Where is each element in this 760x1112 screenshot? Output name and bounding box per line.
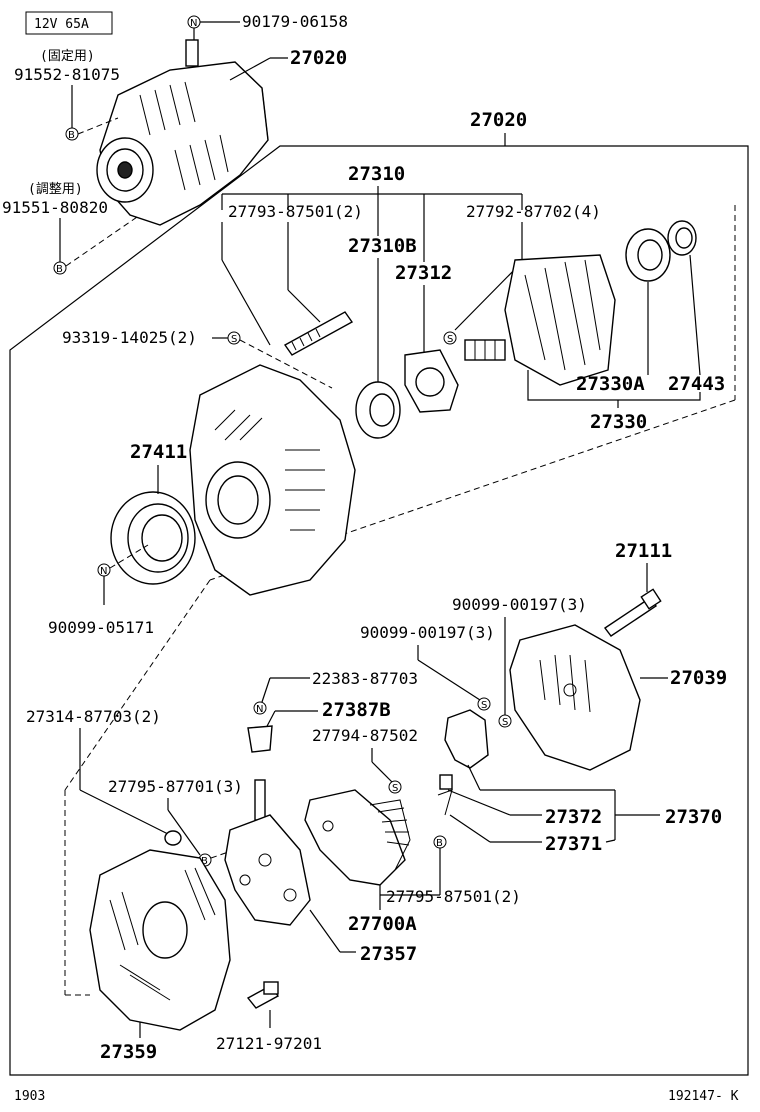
bearing-cover-drawing <box>667 220 697 256</box>
rear-cover-drawing <box>509 624 641 771</box>
label-91551-80820: 91551-80820 <box>2 198 108 217</box>
svg-text:S: S <box>231 334 237 345</box>
label-27443: 27443 <box>668 373 725 395</box>
bearing-drawing <box>355 381 401 439</box>
terminal-insulator-drawing <box>247 725 273 753</box>
label-27411: 27411 <box>130 441 187 463</box>
rectifier-drawing <box>224 779 311 926</box>
spec-box <box>25 11 113 35</box>
rotor-drawing <box>464 254 616 386</box>
spec-label: 12V 65A <box>34 17 89 32</box>
label-27020-top: 27020 <box>290 47 347 69</box>
svg-text:S: S <box>481 700 487 711</box>
label-27357: 27357 <box>360 943 417 965</box>
label-22383-87703: 22383-87703 <box>312 669 418 688</box>
svg-text:N: N <box>100 566 107 577</box>
svg-text:S: S <box>502 717 508 728</box>
label-27314-87703: 27314-87703(2) <box>26 707 161 726</box>
drive-end-frame-drawing <box>189 364 356 596</box>
note-kotei: (固定用) <box>40 49 95 64</box>
svg-text:B: B <box>201 856 208 867</box>
label-27371: 27371 <box>545 833 602 855</box>
retainer-plate-drawing <box>404 349 459 413</box>
label-27310B: 27310B <box>348 235 417 257</box>
stud-bolt-drawing <box>283 311 354 356</box>
label-27330: 27330 <box>590 411 647 433</box>
label-91552-81075: 91552-81075 <box>14 65 120 84</box>
label-90179-06158: 90179-06158 <box>242 12 348 31</box>
brush-holder-drawing <box>437 709 489 816</box>
label-27387B: 27387B <box>322 699 391 721</box>
label-27359: 27359 <box>100 1041 157 1063</box>
label-27370: 27370 <box>665 806 722 828</box>
label-27795-87701: 27795-87701(3) <box>108 777 243 796</box>
label-27121-97201: 27121-97201 <box>216 1034 322 1053</box>
rear-end-frame-drawing <box>89 849 231 1031</box>
footer-right-code: 192147- K <box>668 1089 739 1104</box>
note-chousei: (調整用) <box>28 182 83 197</box>
regulator-drawing <box>304 789 411 886</box>
label-90099-00197-b: 90099-00197(3) <box>360 623 495 642</box>
svg-text:B: B <box>436 838 443 849</box>
label-27039: 27039 <box>670 667 727 689</box>
label-90099-05171: 90099-05171 <box>48 618 154 637</box>
svg-text:S: S <box>447 334 453 345</box>
label-27310: 27310 <box>348 163 405 185</box>
label-27794-87502: 27794-87502 <box>312 726 418 745</box>
label-27020-frame: 27020 <box>470 109 527 131</box>
pulley-drawing <box>110 491 196 585</box>
through-bolt-drawing <box>603 588 662 637</box>
svg-text:B: B <box>68 130 75 141</box>
bolt-drawing <box>246 981 280 1009</box>
label-27795-87501: 27795-87501(2) <box>386 887 521 906</box>
label-93319-14025: 93319-14025(2) <box>62 328 197 347</box>
label-90099-00197-a: 90099-00197(3) <box>452 595 587 614</box>
label-27792-87702: 27792-87702(4) <box>466 202 601 221</box>
svg-text:N: N <box>190 18 197 29</box>
label-27700A: 27700A <box>348 913 417 935</box>
label-27330A: 27330A <box>576 373 645 395</box>
alternator-assembly-drawing <box>96 39 269 226</box>
label-27372: 27372 <box>545 806 602 828</box>
svg-text:N: N <box>256 704 263 715</box>
label-27111: 27111 <box>615 540 672 562</box>
svg-text:B: B <box>56 264 63 275</box>
svg-text:S: S <box>392 783 398 794</box>
assembly-frame <box>9 133 749 1076</box>
footer-left-code: 1903 <box>14 1089 45 1104</box>
rotor-bearing-drawing <box>625 228 671 282</box>
label-27312: 27312 <box>395 262 452 284</box>
label-27793-87501: 27793-87501(2) <box>228 202 363 221</box>
